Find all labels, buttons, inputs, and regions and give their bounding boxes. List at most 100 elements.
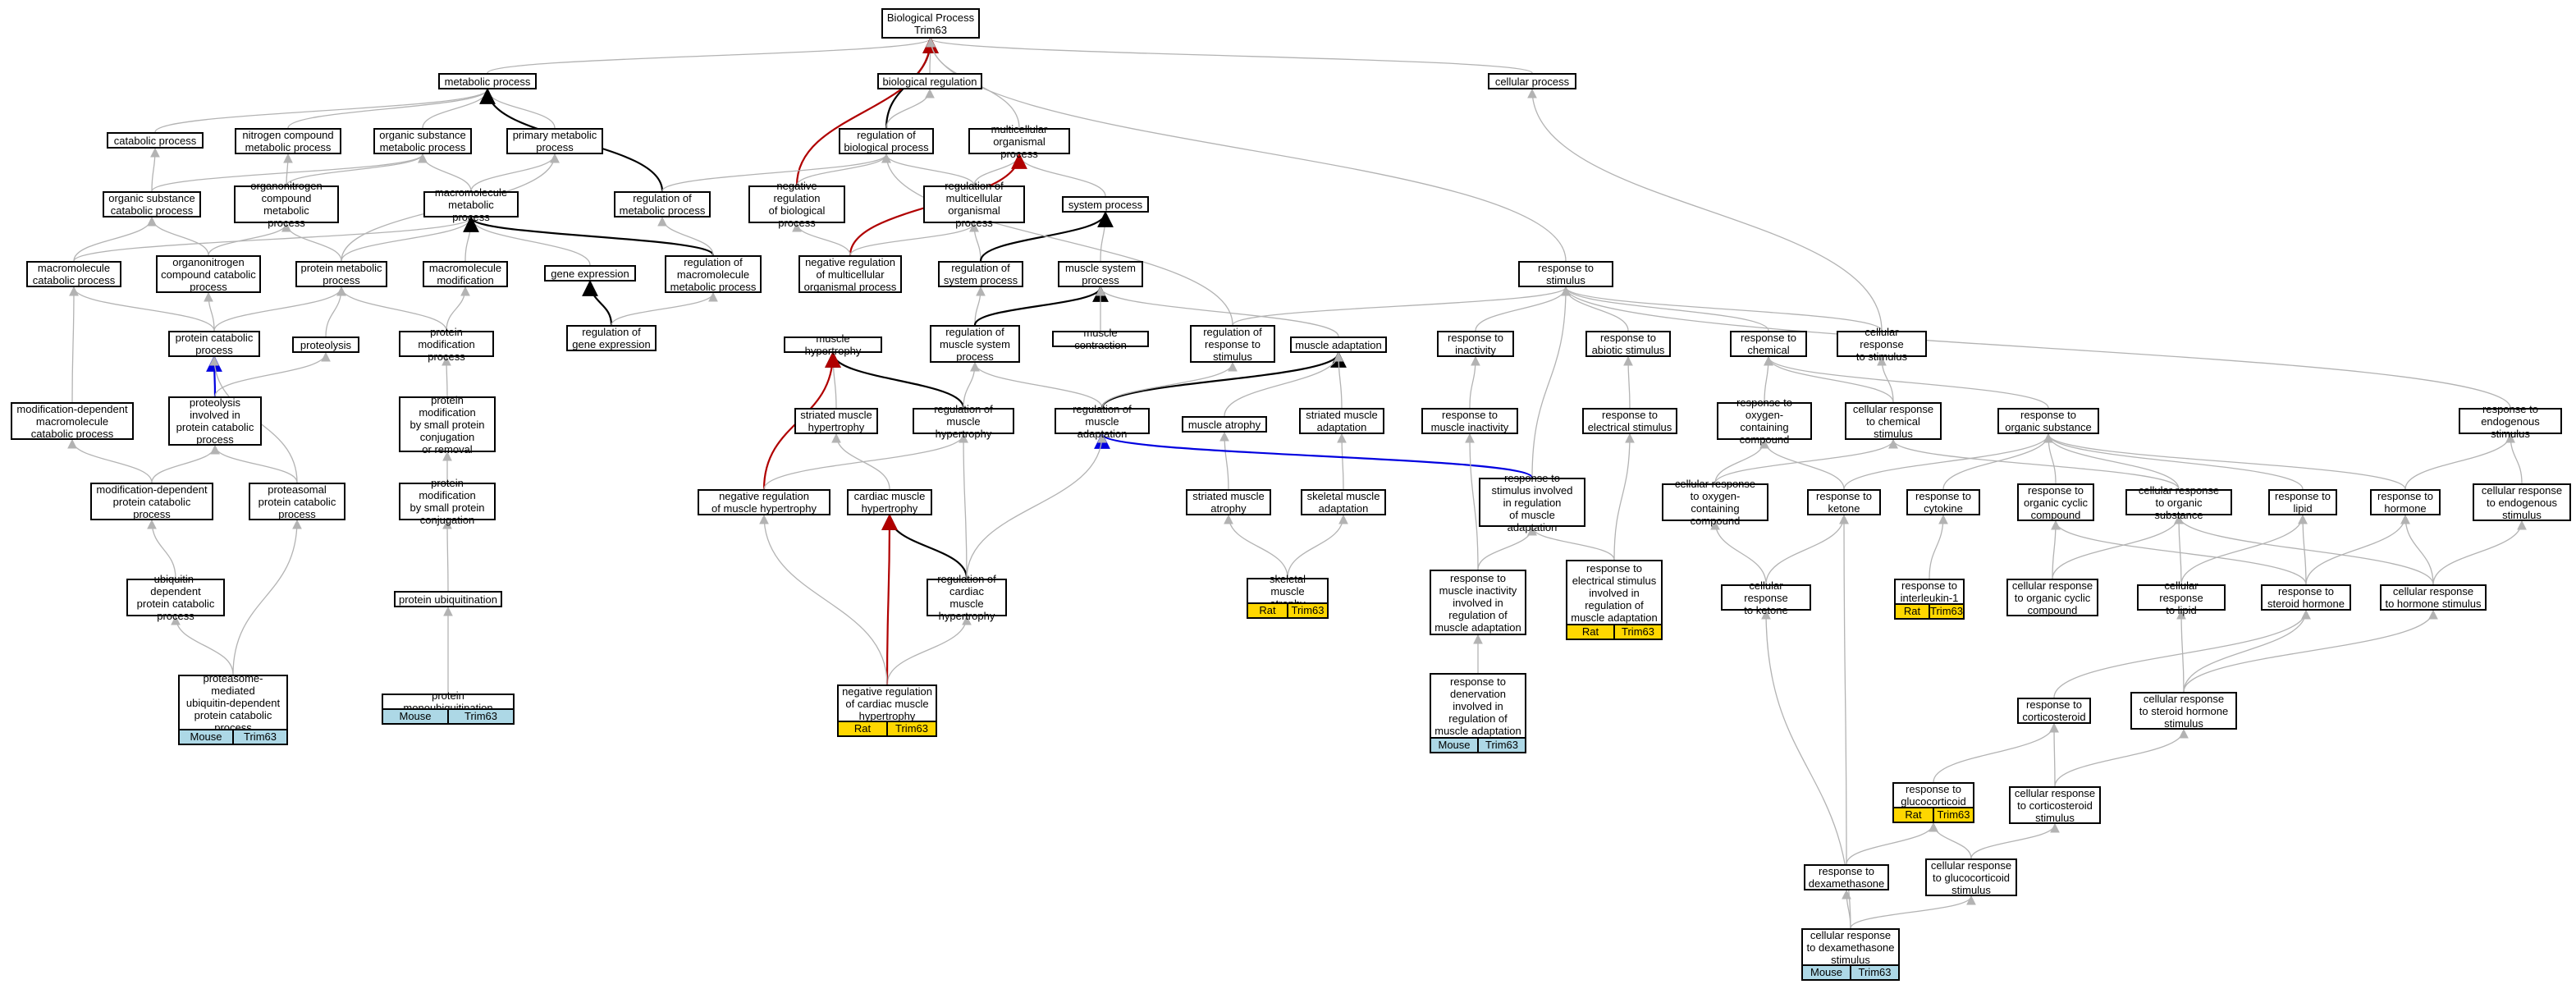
edge-respendo-to-resp — [1561, 286, 2511, 409]
edge-protmod-to-macromod — [446, 286, 470, 332]
gene-label: Trim63 — [1850, 966, 1898, 979]
go-term-multi: multicellular organismal process — [968, 123, 1070, 160]
go-term-regresp: regulation of response to stimulus — [1190, 325, 1275, 363]
go-term-protmodconj: protein modification by small protein co… — [399, 477, 496, 526]
edge-cellresporgcyc-to-cellresporg — [2052, 514, 2184, 579]
go-term-cellrespdexa: cellular response to dexamethasone stimu… — [1801, 928, 1900, 966]
edge-respstiminv-to-resp — [1531, 286, 1571, 478]
go-term-negregmuschyp: negative regulation of muscle hypertroph… — [698, 489, 830, 515]
edge-orgnitro-to-nitro — [283, 153, 293, 186]
go-term-respcyto: response to cytokine — [1906, 489, 1980, 515]
edge-protmod-to-protmet — [336, 286, 447, 332]
go-term-respketone: response to ketone — [1807, 489, 1881, 515]
edge-proteasomemed-to-proteasomal — [232, 519, 302, 675]
go-term-bp: Biological Process Trim63 — [881, 8, 980, 39]
edge-cellrespsteroid-to-cellresplipid — [2176, 609, 2186, 693]
go-term-cellrespcortico: cellular response to corticosteroid stim… — [2009, 786, 2101, 824]
go-term-regmulti: regulation of multicellular organismal p… — [923, 180, 1025, 229]
gene-label: Trim63 — [232, 730, 286, 744]
species-label: Rat — [1259, 604, 1276, 616]
edge-proteasomal-to-proteolinv — [210, 444, 298, 483]
edge-macrocat-to-orgsubcat — [73, 216, 157, 262]
go-term-catab: catabolic process — [107, 132, 204, 149]
edge-cellresplipid-to-resplipid — [2180, 514, 2308, 585]
go-term-regmet: regulation of metabolic process — [614, 191, 711, 217]
go-term-orgsubcat: organic substance catabolic process — [103, 191, 201, 217]
go-term-macrocat: macromolecule catabolic process — [26, 261, 121, 287]
edge-cellrespketone-to-respketone — [1765, 514, 1849, 585]
go-term-cellproc: cellular process — [1488, 73, 1576, 89]
go-term-protmodsmall: protein modification by small protein co… — [399, 394, 496, 456]
edge-nitro-to-metab — [287, 88, 492, 129]
go-term-respchem: response to chemical — [1730, 331, 1807, 357]
edge-protcat-to-macrocat — [69, 286, 215, 332]
edge-cellproc-to-bp — [926, 37, 1533, 74]
edge-regmuscsys-to-regsys — [974, 286, 986, 326]
edge-regcardhyp-to-regmuscadapt — [966, 433, 1107, 579]
gene-label: Trim63 — [1613, 625, 1661, 639]
species-label: Mouse — [1810, 966, 1843, 978]
edge-negregcardhyp-to-cardhyp — [881, 514, 898, 685]
edge-resphorm-to-respendo — [2404, 433, 2515, 490]
go-term-skelatrophy: skeletal muscle atrophy — [1247, 573, 1329, 610]
edge-strmuscadapt-to-muscadapt — [1334, 351, 1343, 409]
edge-moddepprot-to-proteolinv — [151, 444, 220, 483]
edge-negregcardhyp-to-regcardhyp — [886, 615, 972, 685]
go-term-regsys: regulation of system process — [938, 261, 1023, 287]
edge-regmuscsys-to-muscsys — [973, 286, 1109, 326]
go-term-resplipid: response to lipid — [2268, 489, 2337, 515]
edge-regcardhyp-to-cardhyp — [881, 514, 968, 579]
edge-proteolysis-to-protmet — [325, 286, 346, 337]
edge-moddepmacro-to-macrocat — [69, 286, 79, 403]
go-term-cellrespketone: cellular response to ketone — [1721, 579, 1811, 616]
edge-cellresphorm-to-cellresporg — [2174, 514, 2434, 585]
go-term-strmuscadapt: striated muscle adaptation — [1299, 408, 1384, 434]
edge-protmet-to-macromet — [341, 216, 476, 262]
go-term-respcortico: response to corticosteroid — [2017, 698, 2091, 724]
go-term-resp: response to stimulus — [1518, 261, 1613, 287]
edge-ubiqdep-to-moddepprot — [147, 519, 176, 579]
species-label: Rat — [1905, 808, 1922, 821]
go-term-macromod: macromolecule modification — [423, 261, 508, 287]
edge-respdexa-to-respketone — [1839, 514, 1849, 865]
edge-cellresplipid-to-cellresporg — [2174, 514, 2184, 585]
edge-regresp-to-resp — [1232, 286, 1571, 326]
gene-label: Trim63 — [886, 722, 936, 735]
edge-muscatrophy-to-muscadapt — [1224, 351, 1343, 417]
edge-regbio-to-bioreg — [885, 88, 935, 129]
go-term-cellrespgluco: cellular response to glucocorticoid stim… — [1925, 858, 2017, 896]
edge-respchem-to-resp — [1561, 286, 1769, 332]
edge-respelecinv-to-respstiminv — [1527, 525, 1615, 561]
edge-reggeneexp-to-regmacromet — [611, 291, 718, 326]
edge-respmuscinactinv-to-respstiminv — [1477, 525, 1537, 570]
go-term-strmuscatrophy: striated muscle atrophy — [1186, 489, 1271, 515]
edge-catab-to-metab — [154, 88, 492, 133]
edge-regsys-to-regmulti — [969, 222, 981, 262]
go-term-cellresplipid: cellular response to lipid — [2137, 579, 2226, 616]
go-term-strhyp: striated muscle hypertrophy — [794, 408, 878, 434]
go-term-resporgcyc: response to organic cyclic compound — [2017, 483, 2094, 521]
edge-cellrespchem-to-cellresp — [1877, 355, 1894, 403]
go-term-bioreg: biological regulation — [877, 73, 982, 89]
go-term-respendo: response to endogenous stimulus — [2459, 403, 2562, 440]
edge-cellrespsteroid-to-cellresphorm — [2183, 609, 2438, 693]
edge-resplipid-to-resporg — [2043, 433, 2304, 490]
edge-respil1-to-respcyto — [1929, 514, 1948, 579]
go-term-respelec: response to electrical stimulus — [1582, 408, 1677, 434]
go-term-proteolinv: proteolysis involved in protein cataboli… — [168, 396, 262, 446]
go-term-musclehyp: muscle hypertrophy — [784, 332, 882, 357]
go-term-nitro: nitrogen compound metabolic process — [235, 128, 341, 154]
go-term-geneexp: gene expression — [544, 265, 636, 282]
go-term-proteasomemed: proteasome-mediated ubiquitin-dependent … — [178, 672, 288, 734]
edge-regmuscadapt-to-regmuscsys — [970, 361, 1103, 409]
edge-sysproc-to-multi — [1014, 153, 1106, 197]
edge-regmet-to-regbio — [661, 153, 891, 192]
go-term-protmod: protein modification process — [399, 326, 494, 363]
go-term-regmuschyp: regulation of muscle hypertrophy — [913, 403, 1014, 440]
go-term-cellrespoxy: cellular response to oxygen-containing c… — [1662, 478, 1768, 527]
